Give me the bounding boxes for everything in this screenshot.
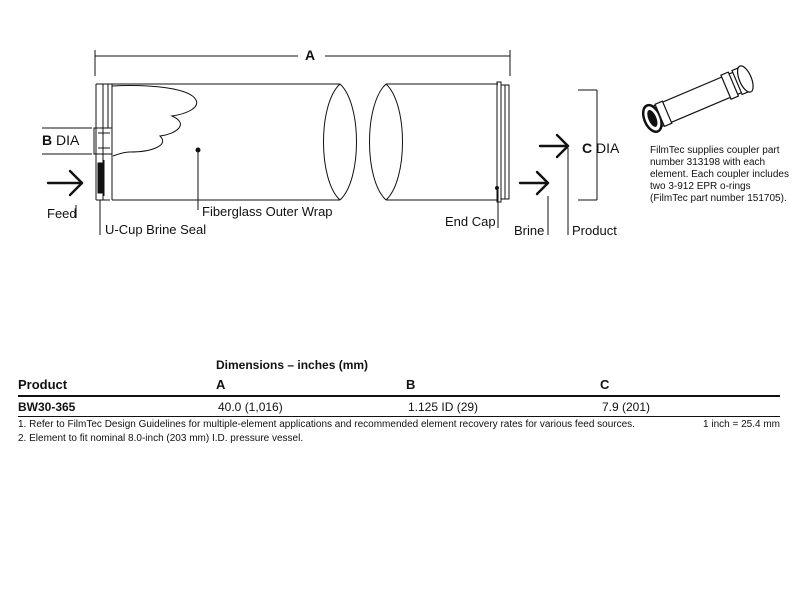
product-arrow-icon: [538, 133, 570, 159]
header-b: B: [406, 377, 416, 392]
brine-label: Brine: [514, 223, 545, 238]
footnote-1: 1. Refer to FilmTec Design Guidelines fo…: [18, 419, 635, 430]
row-rule: [18, 416, 780, 417]
coupler-illustration: [641, 65, 754, 133]
header-c: C: [600, 377, 610, 392]
header-rule: [18, 395, 780, 397]
feed-label: Feed: [47, 206, 77, 221]
end-cap-label: End Cap: [445, 214, 496, 229]
c-dia-bracket: [578, 89, 598, 201]
element-left-body: [111, 83, 357, 201]
ucup-brine-seal-label: U-Cup Brine Seal: [105, 222, 207, 237]
header-a: A: [216, 377, 226, 392]
u-cup-brine-seal-shape: [93, 83, 113, 201]
feed-arrow-icon: [46, 169, 84, 197]
cell-product: BW30-365: [18, 400, 76, 414]
b-dia-label: B DIA: [42, 132, 80, 148]
product-label: Product: [572, 223, 617, 238]
end-cap-shape: [496, 81, 510, 203]
brine-arrow-icon: [518, 170, 550, 196]
cell-b: 1.125 ID (29): [408, 400, 479, 414]
cell-a: 40.0 (1,016): [218, 400, 283, 414]
element-right-body: [369, 83, 498, 201]
cell-c: 7.9 (201): [602, 400, 651, 414]
dimensions-title: Dimensions – inches (mm): [216, 358, 369, 372]
footnote-2: 2. Element to fit nominal 8.0-inch (203 …: [18, 433, 304, 444]
fiberglass-wrap-label: Fiberglass Outer Wrap: [202, 204, 333, 219]
c-dia-label: C DIA: [582, 140, 620, 156]
endcap-dot: [495, 186, 499, 190]
coupler-note: FilmTec supplies coupler part number 313…: [650, 145, 789, 204]
dimension-a-label: A: [305, 47, 316, 63]
unit-conversion: 1 inch = 25.4 mm: [703, 419, 780, 430]
membrane-element-diagram: [42, 50, 754, 235]
fiberglass-dot: [195, 147, 201, 153]
header-product: Product: [18, 377, 68, 392]
dimension-a-bracket: [94, 50, 511, 76]
